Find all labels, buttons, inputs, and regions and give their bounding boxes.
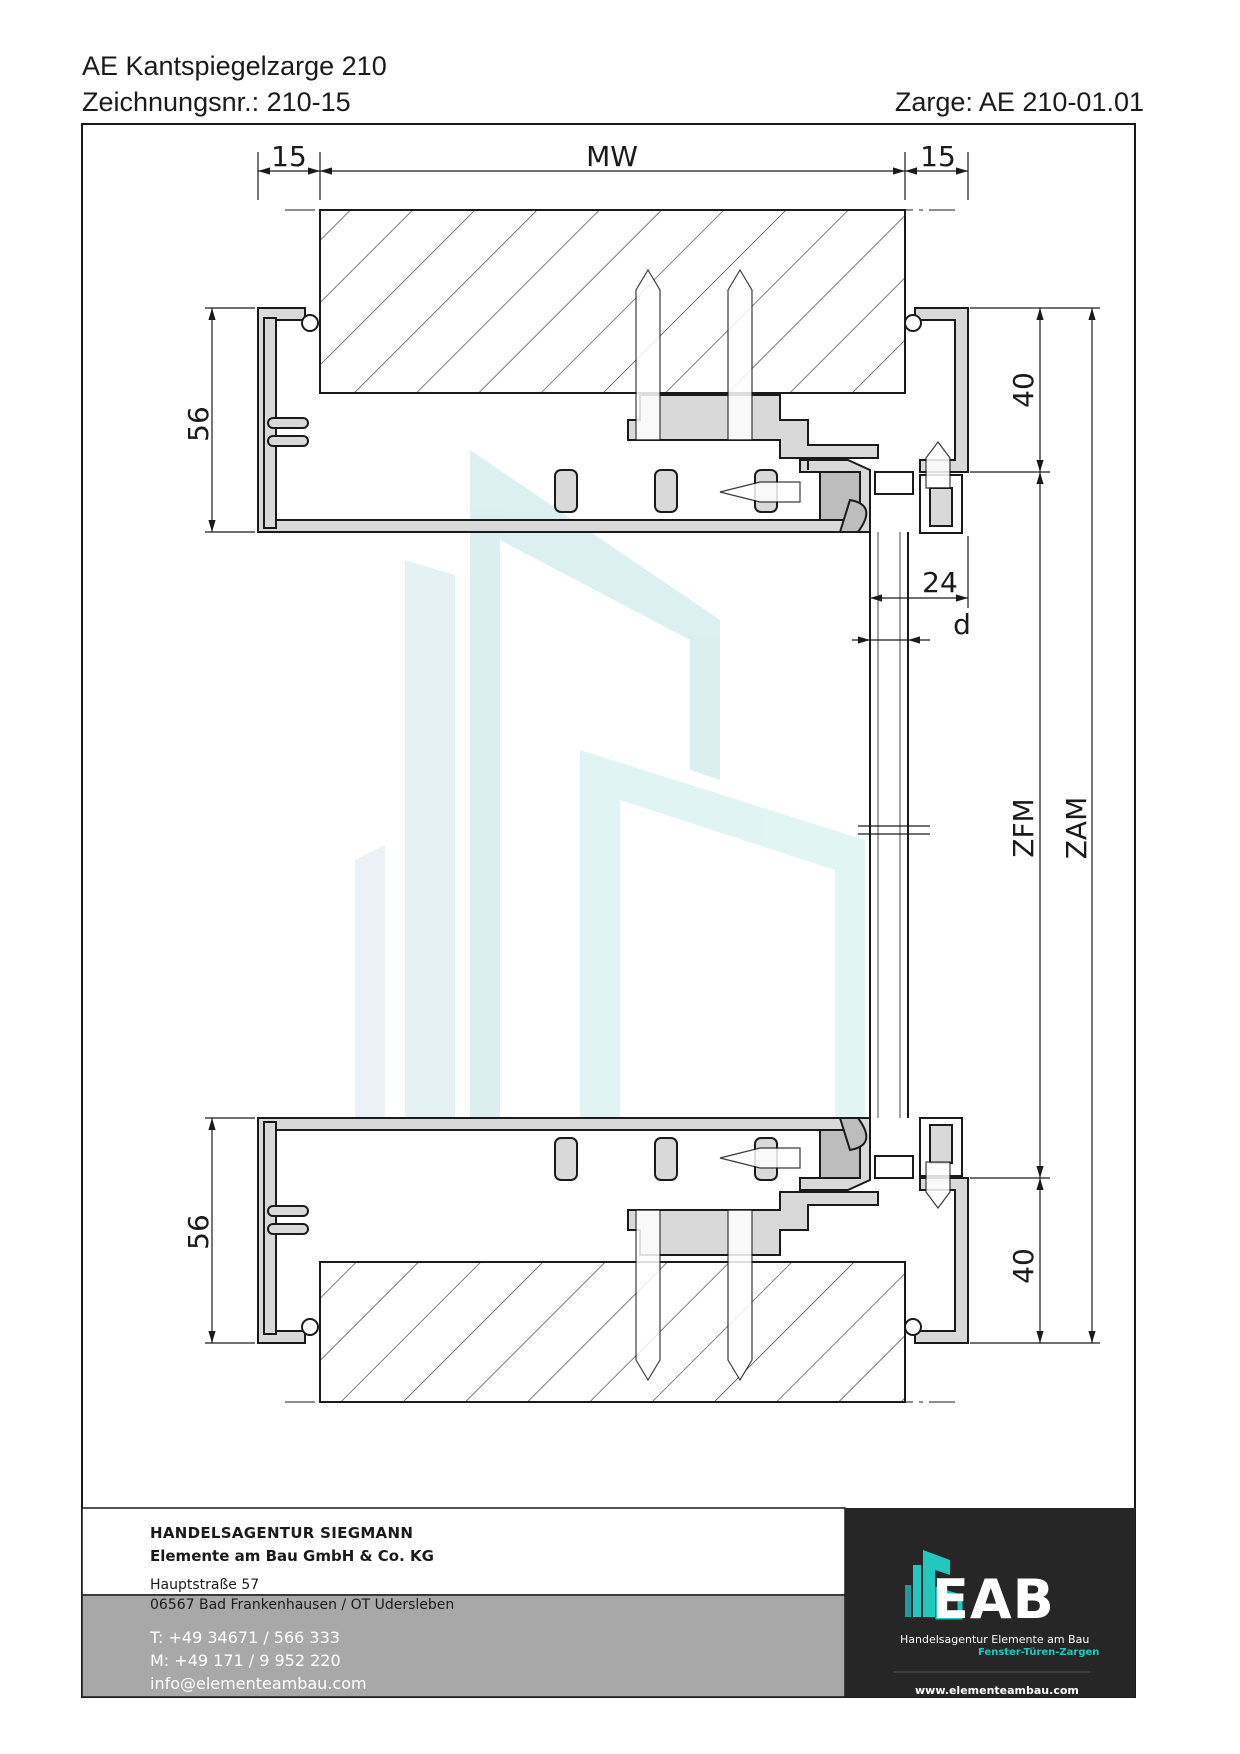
watermark-logo [355, 450, 865, 1160]
top-wall-section [285, 209, 955, 394]
dim-40-bottom: 40 [1007, 1248, 1040, 1284]
company-legal-name: Elemente am Bau GmbH & Co. KG [150, 1547, 434, 1565]
dim-40-top: 40 [1007, 372, 1040, 408]
dim-56-top: 56 [182, 406, 215, 442]
email-link[interactable]: info@elementeambau.com [150, 1674, 367, 1693]
dim-right-15: 15 [920, 140, 956, 173]
footer-contact-box [81, 1594, 846, 1698]
drawing-number: Zeichnungsnr.: 210-15 [82, 87, 351, 117]
dim-d: d [953, 608, 971, 641]
address-city: 06567 Bad Frankenhausen / OT Udersleben [150, 1597, 455, 1613]
logo-text: EAB [932, 1568, 1055, 1631]
bottom-screws [635, 1147, 951, 1382]
mobile-number: M: +49 171 / 9 952 220 [150, 1651, 341, 1670]
bottom-frame-profile [257, 1117, 969, 1344]
dim-left-15: 15 [271, 140, 307, 173]
footer-address-box [81, 1507, 846, 1596]
dimension-labels: 15 MW 15 56 56 40 40 ZFM ZAM 24 d [182, 140, 1093, 1284]
logo-tagline: Handelsagentur Elemente am Bau [900, 1633, 1090, 1646]
door-leaf [858, 532, 930, 1118]
drawing-title: AE Kantspiegelzarge 210 [82, 51, 387, 81]
phone-number: T: +49 34671 / 566 333 [150, 1628, 340, 1647]
address-street: Hauptstraße 57 [150, 1577, 260, 1593]
dim-zfm: ZFM [1007, 798, 1040, 857]
website-link[interactable]: www.elementeambau.com [915, 1684, 1079, 1697]
dim-24: 24 [922, 566, 958, 599]
logo-subtagline: Fenster-Türen-Zargen [978, 1647, 1100, 1658]
footer-logo-box [845, 1508, 1135, 1697]
dim-zam: ZAM [1060, 797, 1093, 860]
eab-logo-icon [905, 1550, 963, 1620]
bottom-wall-section [285, 1261, 955, 1403]
dimension-lines [205, 152, 1100, 1344]
frame-code: Zarge: AE 210-01.01 [894, 87, 1144, 117]
dim-56-bottom: 56 [182, 1214, 215, 1250]
company-name: HANDELSAGENTUR SIEGMANN [150, 1524, 414, 1542]
dim-mw: MW [586, 140, 638, 173]
top-screws [635, 268, 951, 503]
